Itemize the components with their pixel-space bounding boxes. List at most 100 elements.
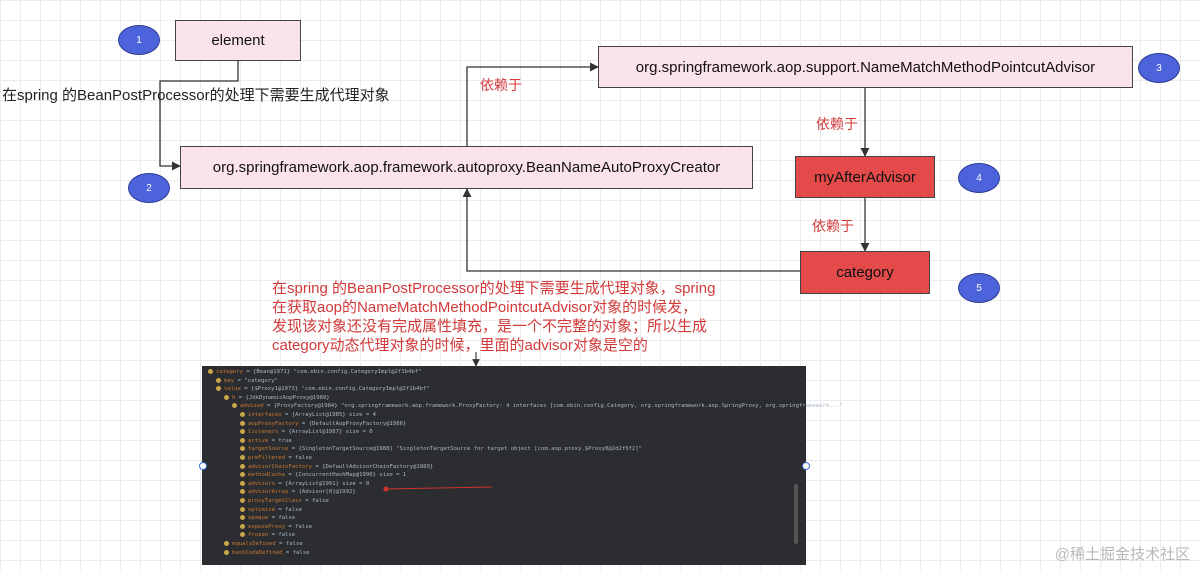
step-badge-1: 1 [118, 25, 160, 55]
debugger-row-value: = false [285, 455, 312, 461]
debugger-row[interactable]: proxyTargetClass = false [240, 497, 329, 506]
red-note-line: category动态代理对象的时候，里面的advisor对象是空的 [272, 337, 648, 354]
red-note-line: 在spring 的BeanPostProcessor的处理下需要生成代理对象，s… [272, 280, 716, 297]
edge-element-to-creator [159, 61, 239, 171]
selection-handle-right[interactable] [802, 462, 810, 470]
debugger-row-value: = {DefaultAdvisorChainFactory@1989} [312, 463, 434, 470]
debugger-row-name: advisorArray [248, 489, 289, 496]
field-icon [216, 386, 221, 392]
field-icon [240, 532, 245, 538]
debugger-row-value: = false [274, 506, 302, 513]
edge-category-to-creator [462, 188, 800, 272]
debugger-row-name: preFiltered [248, 455, 286, 461]
node-category-label: category [836, 264, 894, 281]
debugger-row[interactable]: advisorChainFactory = {DefaultAdvisorCha… [240, 463, 433, 472]
node-category: category [800, 251, 930, 294]
debugger-row-name: methodCache [248, 472, 286, 479]
debugger-row-name: advisors [248, 480, 275, 487]
selection-handle-left[interactable] [199, 462, 207, 470]
debugger-row[interactable]: key = "category" [216, 377, 278, 386]
debugger-row-value: = {SingletonTargetSource@1988} "Singleto… [288, 446, 643, 453]
debugger-row[interactable]: listeners = {ArrayList@1987} size = 0 [240, 428, 373, 437]
debugger-annotation-arrow [383, 486, 493, 492]
debugger-row-value: = {DefaultAopProxyFactory@1986} [298, 420, 407, 427]
debugger-row[interactable]: category = {Bean@1971} "com.ebin.config.… [208, 368, 421, 377]
node-element-label: element [211, 32, 265, 49]
node-name-match-method-pointcut-advisor: org.springframework.aop.support.NameMatc… [598, 46, 1133, 88]
field-icon [240, 429, 245, 435]
debugger-row-name: frozen [248, 532, 269, 539]
debugger-row-value: = {JdkDynamicAopProxy@1989} [235, 394, 330, 401]
debugger-row[interactable]: equalsDefined = false [224, 540, 303, 549]
red-explanation-note: 在spring 的BeanPostProcessor的处理下需要生成代理对象，s… [272, 279, 715, 355]
field-icon [240, 455, 245, 460]
debugger-row-name: hashCodeDefined [232, 549, 283, 556]
debugger-row-value: = {$Proxy1@1973} "com.ebin.config.Catego… [240, 386, 430, 393]
step-badge-5: 5 [958, 273, 1000, 303]
debugger-row-value: = false [275, 541, 303, 547]
field-icon [224, 394, 229, 400]
field-icon [240, 523, 245, 529]
debugger-row[interactable]: advised = {ProxyFactory@1984} "org.sprin… [232, 402, 843, 411]
debugger-row-name: active [248, 437, 269, 444]
field-icon [232, 403, 237, 409]
debugger-row[interactable]: advisors = {ArrayList@1991} size = 0 [240, 480, 369, 489]
debugger-row-value: = {ProxyFactory@1984} "org.springframewo… [263, 403, 843, 410]
debugger-row-name: optimize [248, 506, 275, 513]
debugger-row-value: = false [282, 549, 310, 556]
field-icon [208, 369, 213, 374]
debugger-row[interactable]: active = true [240, 437, 292, 446]
step-badge-2: 2 [128, 173, 170, 203]
debugger-row[interactable]: aopProxyFactory = {DefaultAopProxyFactor… [240, 420, 406, 429]
debugger-row[interactable]: opaque = false [240, 514, 295, 523]
field-icon [240, 412, 245, 417]
red-note-line: 发现该对象还没有完成属性填充，是一个不完整的对象；所以生成 [272, 318, 708, 335]
debugger-row-name: equalsDefined [232, 541, 276, 547]
debugger-row-name: value [224, 386, 241, 393]
edge-label-advisor-to-after: 依赖于 [816, 116, 858, 132]
debugger-row-value: = true [268, 437, 292, 444]
debugger-row[interactable]: h = {JdkDynamicAopProxy@1989} [224, 394, 330, 403]
debugger-row-value: = false [268, 515, 296, 522]
field-icon [240, 506, 245, 512]
debugger-row-name: aopProxyFactory [248, 420, 299, 427]
debugger-row-name: h [232, 394, 236, 401]
debugger-row-value: = false [268, 532, 296, 539]
debugger-row-value: = {ArrayList@1991} size = 0 [274, 480, 370, 487]
debugger-row[interactable]: interfaces = {ArrayList@1985} size = 4 [240, 411, 376, 420]
debugger-row[interactable]: exposeProxy = false [240, 523, 312, 532]
field-icon [240, 515, 245, 521]
field-icon [240, 420, 245, 426]
red-note-line: 在获取aop的NameMatchMethodPointcutAdvisor对象的… [272, 299, 698, 316]
field-icon [224, 549, 229, 555]
debugger-row[interactable]: targetSource = {SingletonTargetSource@19… [240, 445, 642, 454]
debugger-variables-screenshot: category = {Bean@1971} "com.ebin.config.… [202, 366, 843, 565]
node-creator-label: org.springframework.aop.framework.autopr… [212, 159, 721, 176]
debugger-row-name: proxyTargetClass [248, 498, 302, 504]
field-icon [240, 480, 245, 486]
field-icon [224, 541, 229, 546]
debugger-scrollbar[interactable] [794, 484, 798, 544]
field-icon [240, 472, 245, 478]
debugger-row-value: = false [285, 523, 312, 530]
debugger-row-value: = {ArrayList@1985} size = 4 [281, 412, 376, 418]
node-bean-name-auto-proxy-creator: org.springframework.aop.framework.autopr… [180, 146, 753, 189]
debugger-row[interactable]: methodCache = {ConcurrentHashMap@1990} s… [240, 471, 406, 480]
debugger-row[interactable]: value = {$Proxy1@1973} "com.ebin.config.… [216, 385, 429, 394]
debugger-row-value: = "category" [234, 377, 278, 384]
debugger-row[interactable]: advisorArray = {Advisor[0]@1992} [240, 488, 356, 497]
debugger-row[interactable]: hashCodeDefined = false [224, 549, 309, 558]
debugger-row[interactable]: optimize = false [240, 506, 302, 515]
debugger-row[interactable]: frozen = false [240, 531, 295, 540]
debugger-row-name: advisorChainFactory [248, 463, 312, 470]
debugger-row-name: opaque [248, 515, 269, 522]
debugger-row-name: targetSource [248, 446, 289, 453]
node-my-after-advisor: myAfterAdvisor [795, 156, 935, 198]
debugger-row[interactable]: preFiltered = false [240, 454, 312, 463]
field-icon [240, 437, 245, 443]
field-icon [240, 446, 245, 452]
debugger-row-value: = {ConcurrentHashMap@1990} size = 1 [285, 472, 407, 479]
step-badge-3: 3 [1138, 53, 1180, 83]
debugger-row-name: advised [240, 403, 264, 410]
left-note: 在spring 的BeanPostProcessor的处理下需要生成代理对象 [2, 87, 390, 104]
